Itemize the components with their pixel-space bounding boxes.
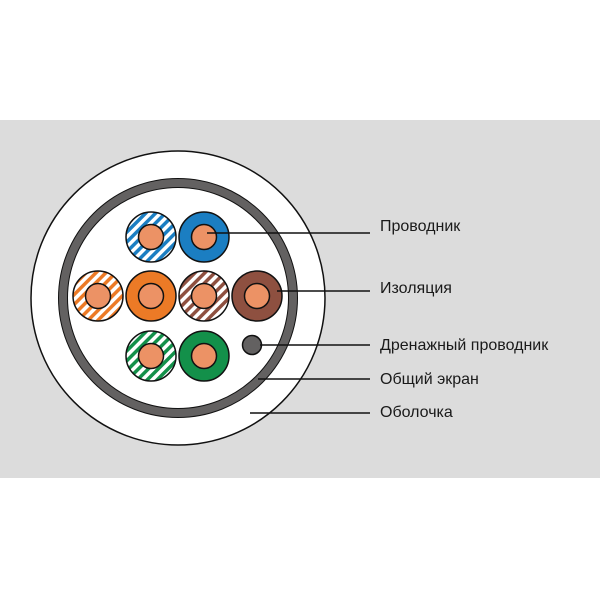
label-jacket: Оболочка bbox=[380, 404, 453, 421]
wire-orange bbox=[125, 270, 177, 322]
label-insulation: Изоляция bbox=[380, 280, 452, 297]
label-drain-wire: Дренажный проводник bbox=[380, 337, 549, 354]
wire-brown bbox=[231, 270, 283, 322]
wire-green bbox=[178, 330, 230, 382]
wire-green-white bbox=[125, 330, 177, 382]
shield-outer-edge bbox=[58, 178, 298, 418]
wire-brown-white bbox=[178, 270, 230, 322]
wire-orange-white bbox=[72, 270, 124, 322]
wire-blue-white bbox=[125, 211, 177, 263]
drain-wire bbox=[241, 334, 263, 356]
shield-inner-edge bbox=[67, 187, 289, 409]
label-shield: Общий экран bbox=[380, 371, 479, 388]
leader-lines bbox=[207, 232, 370, 414]
shield-ring bbox=[58, 178, 298, 418]
label-conductor: Проводник bbox=[380, 218, 461, 235]
wire-blue bbox=[178, 211, 230, 263]
